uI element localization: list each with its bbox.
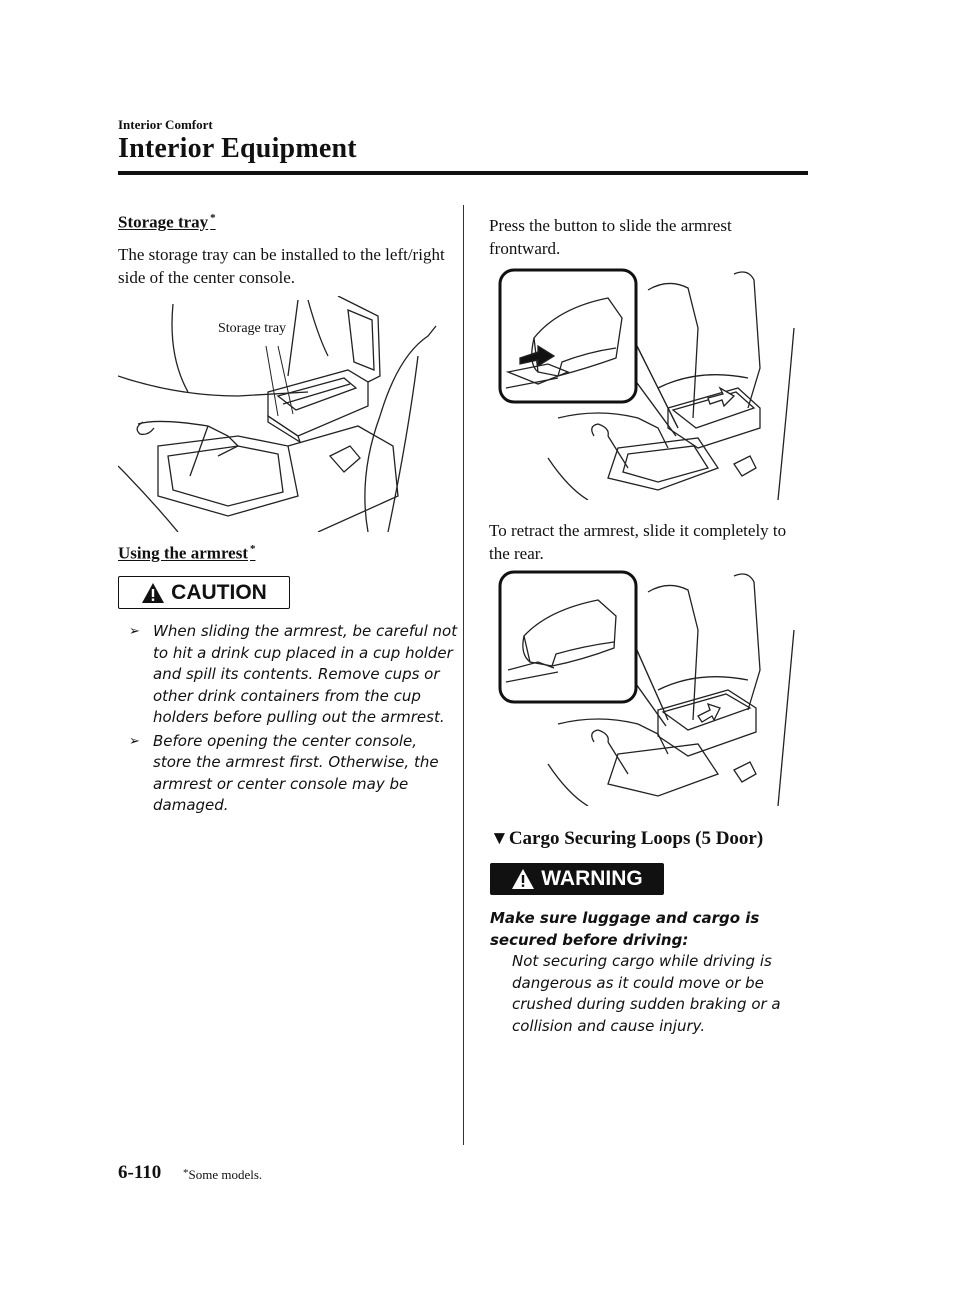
page-number: 6-110	[118, 1162, 162, 1183]
caution-text: CAUTION	[171, 580, 267, 604]
arrow-bullet-icon: ➢	[129, 624, 140, 639]
warning-lead: Make sure luggage and cargo is secured b…	[490, 909, 760, 949]
warning-triangle-icon	[142, 582, 165, 603]
footnote: *Some models.	[183, 1167, 262, 1183]
optional-star: *	[210, 212, 216, 224]
caution-list: ➢ When sliding the armrest, be careful n…	[129, 621, 459, 819]
triangle-marker-icon: ▼	[490, 828, 509, 849]
armrest-heading: Using the armrest*	[118, 543, 256, 564]
storage-tray-heading-text: Storage tray	[118, 212, 209, 232]
storage-tray-text: The storage tray can be installed to the…	[118, 245, 445, 287]
caution-label: CAUTION	[118, 576, 290, 609]
header-rule	[118, 171, 808, 175]
storage-tray-illustration	[118, 296, 437, 532]
caution-item-text: Before opening the center console, store…	[153, 731, 439, 815]
cargo-loops-title: ▼Cargo Securing Loops (5 Door)	[490, 828, 763, 850]
list-item: ➢ Before opening the center console, sto…	[129, 731, 459, 817]
warning-text: WARNING	[541, 867, 643, 890]
arrow-bullet-icon: ➢	[129, 733, 140, 749]
armrest-retract-illustration	[498, 570, 795, 806]
caution-item-text: When sliding the armrest, be careful not…	[153, 622, 458, 726]
footnote-text: Some models.	[188, 1167, 263, 1182]
cargo-loops-title-text: Cargo Securing Loops (5 Door)	[508, 828, 764, 849]
section-label: Interior Comfort	[118, 117, 213, 132]
optional-star: *	[183, 1167, 189, 1179]
warning-body: Not securing cargo while driving is dang…	[512, 952, 781, 1035]
slide-text: Press the button to slide the armrest fr…	[489, 216, 732, 258]
armrest-slide-forward-illustration	[498, 268, 795, 500]
warning-label: WARNING	[490, 863, 664, 895]
warning-triangle-icon	[512, 869, 535, 889]
storage-tray-callout: Storage tray	[216, 317, 289, 340]
list-item: ➢ When sliding the armrest, be careful n…	[129, 621, 459, 729]
storage-tray-heading: Storage tray*	[118, 212, 216, 233]
column-divider	[463, 205, 464, 1145]
armrest-heading-text: Using the armrest	[118, 543, 248, 563]
retract-text: To retract the armrest, slide it complet…	[489, 521, 787, 563]
optional-star: *	[250, 543, 256, 555]
chapter-title: Interior Equipment	[118, 133, 357, 164]
